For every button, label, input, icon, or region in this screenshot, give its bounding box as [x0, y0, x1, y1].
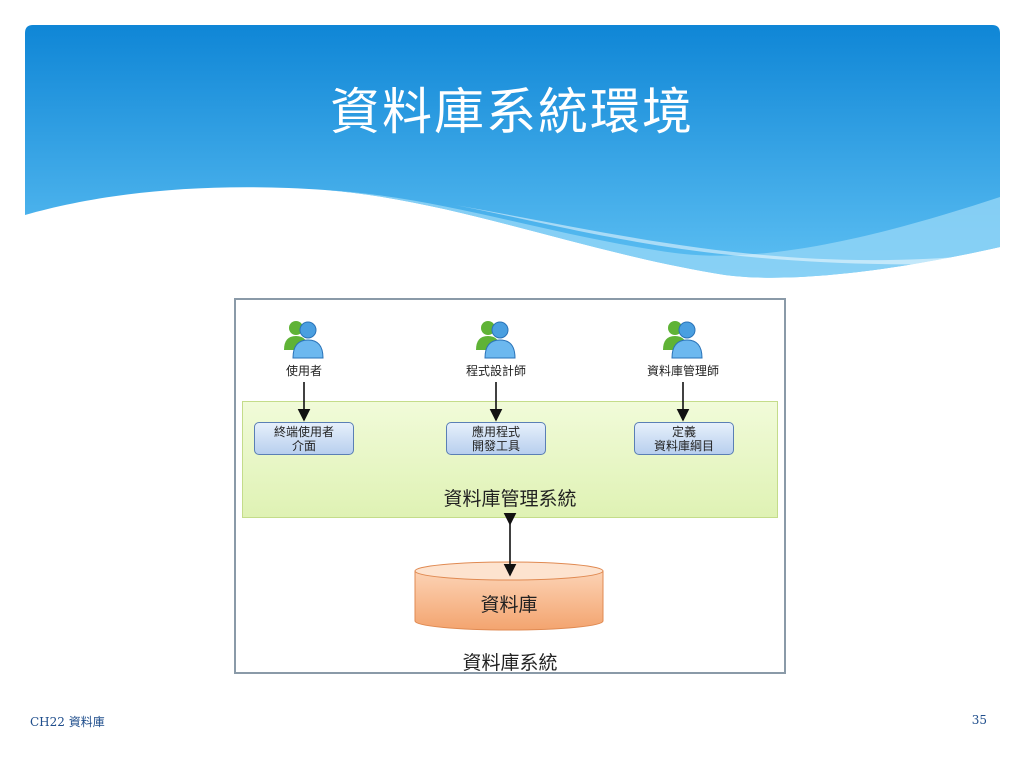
- slide-title: 資料庫系統環境: [330, 83, 694, 141]
- users-icon: [476, 321, 516, 359]
- user-label: 資料庫管理師: [646, 364, 719, 378]
- tool-line1: 終端使用者: [273, 425, 334, 439]
- tool-line2: 資料庫綱目: [653, 439, 714, 453]
- user-label: 使用者: [285, 364, 322, 378]
- database-label: 資料庫: [480, 594, 538, 616]
- users-icon: [284, 321, 324, 359]
- tool-end-user-interface: 終端使用者 介面: [254, 422, 354, 455]
- database-cylinder: [414, 561, 604, 631]
- slide-header: [25, 25, 1000, 295]
- tool-line1: 定義: [671, 425, 696, 439]
- page-number: 35: [971, 713, 987, 727]
- tool-line2: 介面: [291, 439, 316, 453]
- tool-line2: 開發工具: [471, 439, 520, 453]
- header-wave-graphic: [25, 25, 1000, 278]
- system-label: 資料庫系統: [462, 652, 558, 674]
- tool-app-dev: 應用程式 開發工具: [446, 422, 546, 455]
- tool-schema-definition: 定義 資料庫綱目: [634, 422, 734, 455]
- users-icon: [663, 321, 703, 359]
- user-label: 程式設計師: [465, 364, 526, 378]
- dbms-label: 資料庫管理系統: [443, 488, 577, 510]
- footer-course-label: CH22 資料庫: [30, 715, 105, 729]
- tool-line1: 應用程式: [471, 425, 520, 439]
